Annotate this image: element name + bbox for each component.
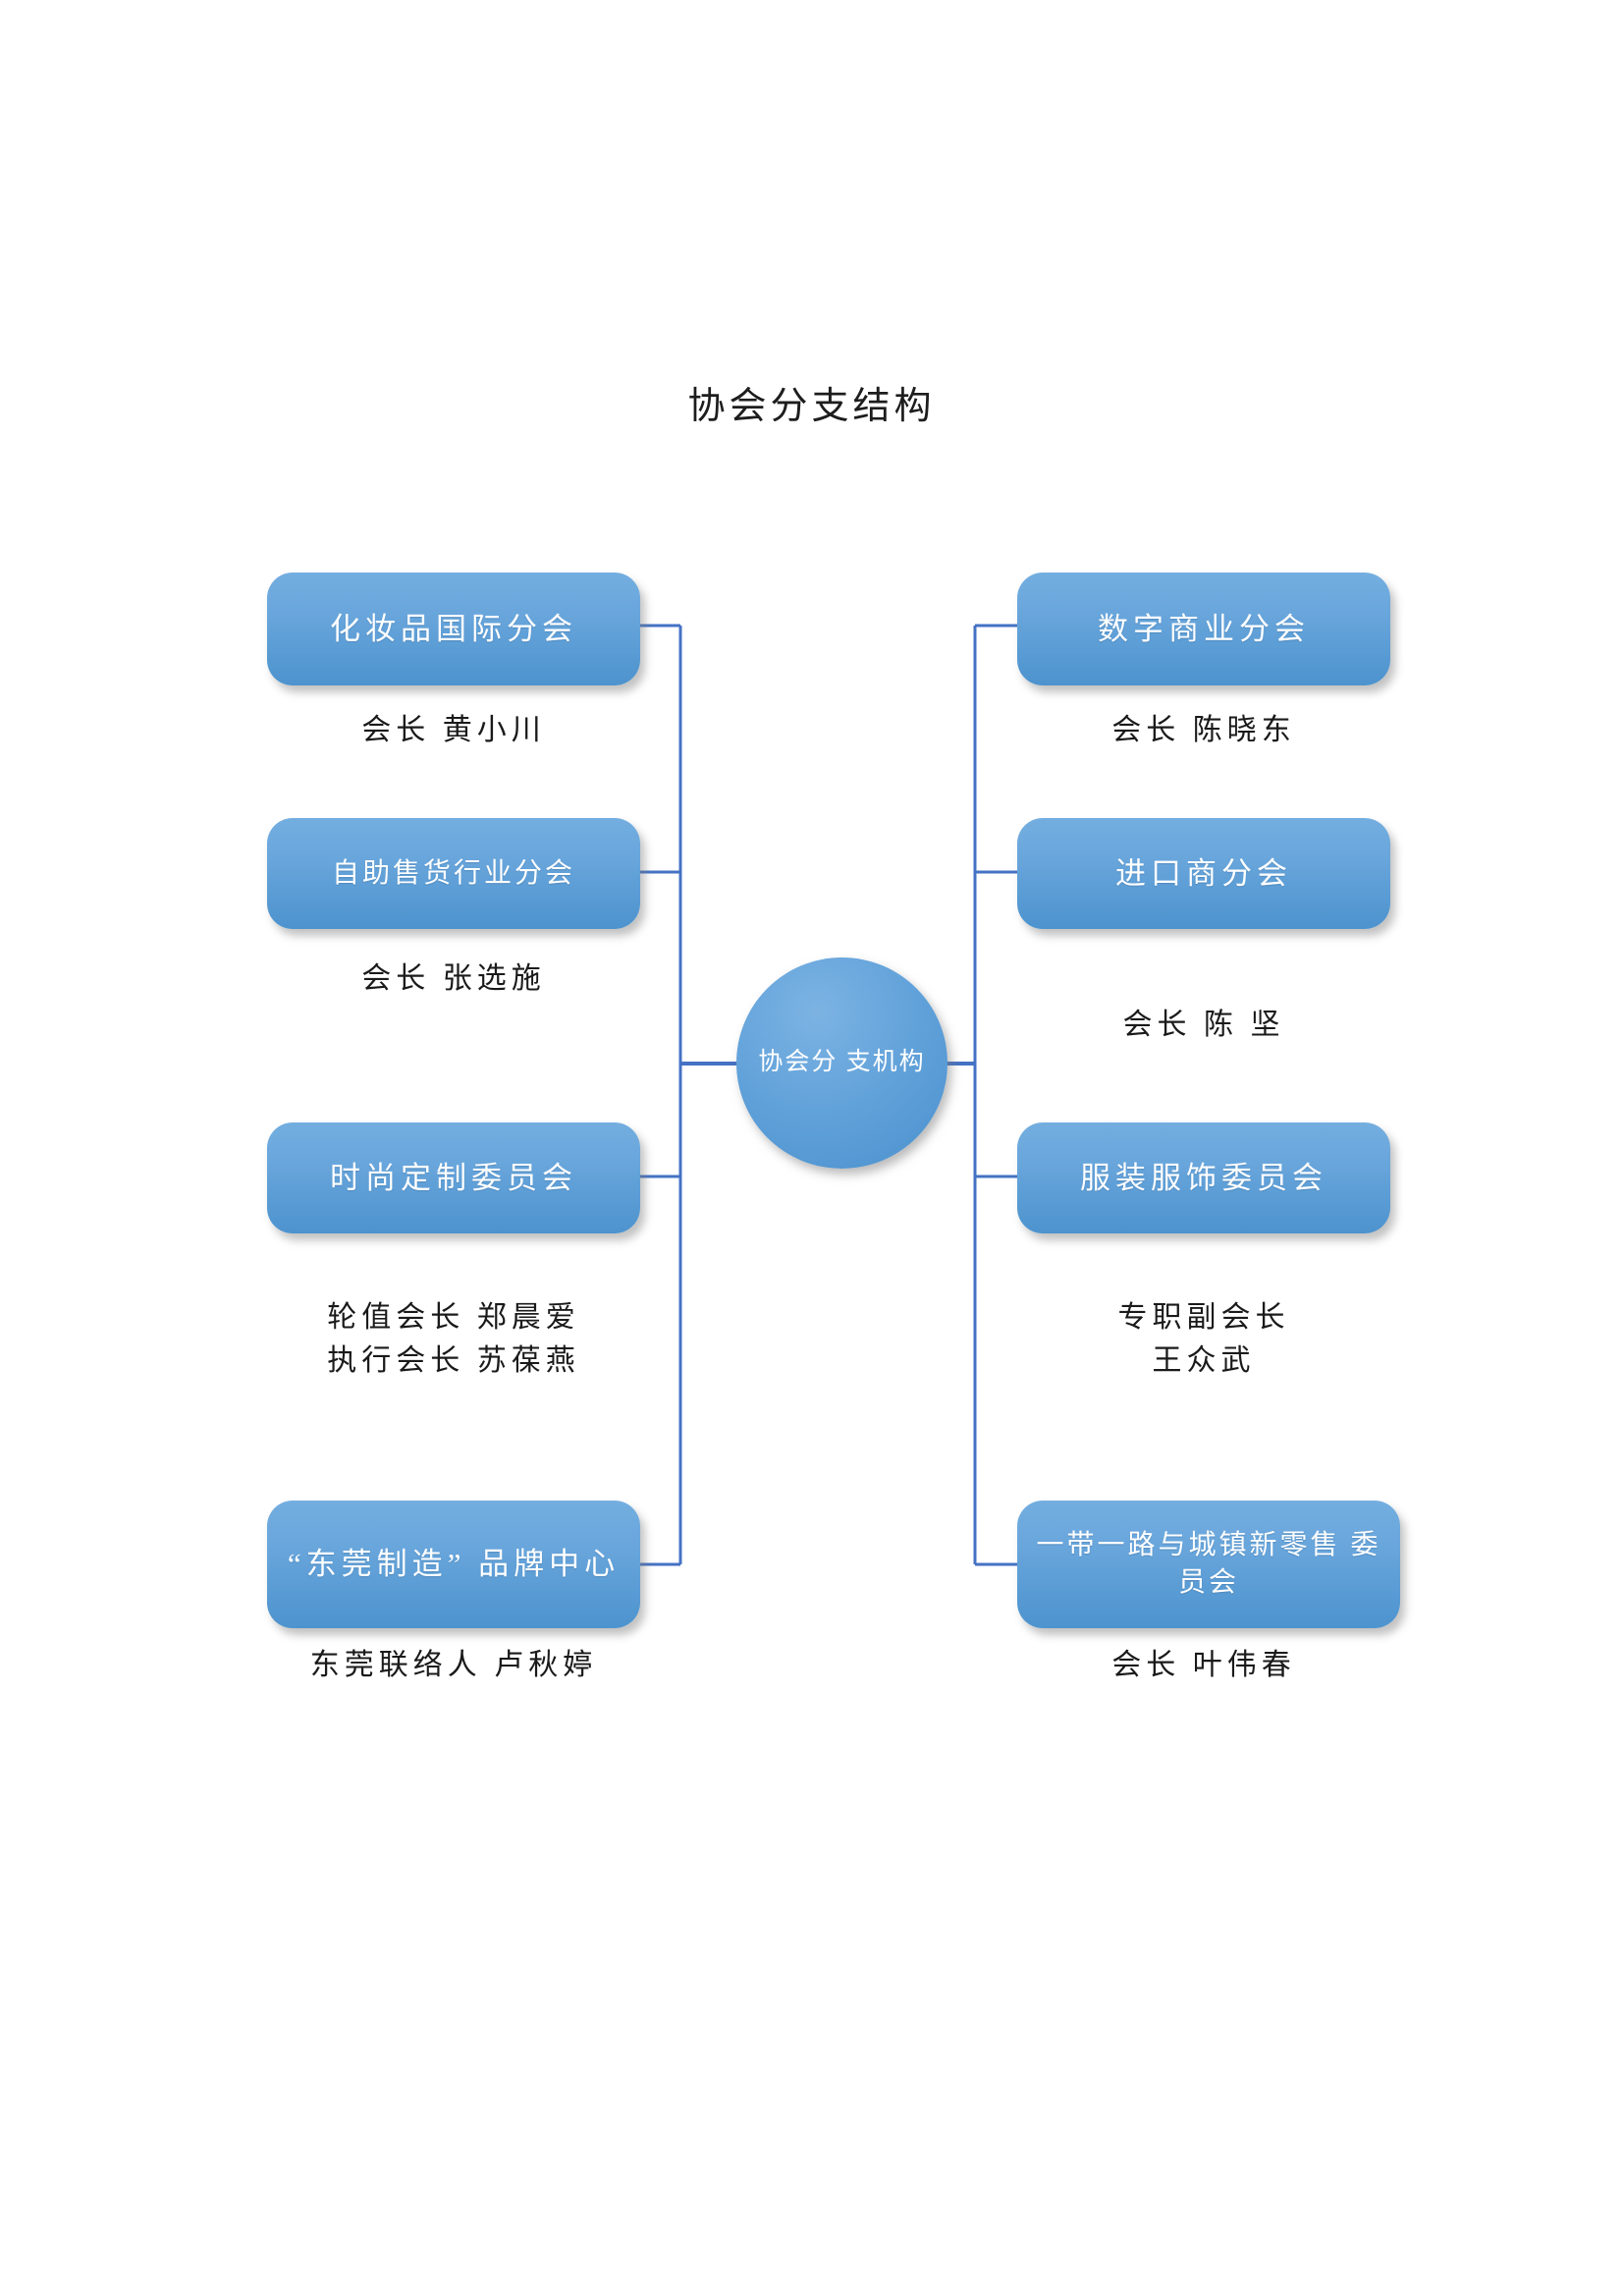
caption-left-2: 会长 张选施 — [361, 962, 546, 995]
caption-left-3: 轮值会长 郑晨爱 执行会长 苏葆燕 — [327, 1301, 580, 1377]
node-left-4[interactable]: “东莞制造” 品牌中心 — [267, 1501, 640, 1628]
caption-right-2: 会长 陈 坚 — [1122, 1009, 1285, 1041]
node-left-2[interactable]: 自助售货行业分会 — [267, 818, 640, 929]
node-right-4[interactable]: 一带一路与城镇新零售 委员会 — [1017, 1501, 1400, 1628]
node-right-3[interactable]: 服装服饰委员会 — [1017, 1122, 1390, 1233]
node-right-1[interactable]: 数字商业分会 — [1017, 573, 1390, 685]
caption-right-4: 会长 叶伟春 — [1111, 1649, 1296, 1681]
caption-left-4: 东莞联络人 卢秋婷 — [309, 1649, 598, 1681]
caption-right-1: 会长 陈晓东 — [1111, 714, 1296, 746]
caption-left-1: 会长 黄小川 — [361, 714, 546, 746]
node-left-1[interactable]: 化妆品国际分会 — [267, 573, 640, 685]
node-left-3[interactable]: 时尚定制委员会 — [267, 1122, 640, 1233]
caption-right-3: 专职副会长 王众武 — [1117, 1301, 1290, 1377]
node-right-2[interactable]: 进口商分会 — [1017, 818, 1390, 929]
hub-node[interactable]: 协会分 支机构 — [736, 957, 947, 1169]
page-title: 协会分支结构 — [687, 386, 936, 427]
